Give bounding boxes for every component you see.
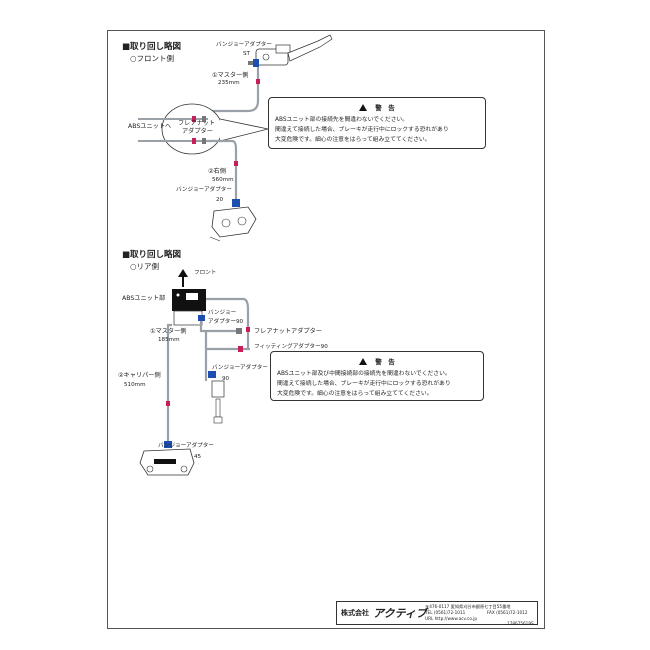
company-name: アクティブ xyxy=(373,607,427,620)
rear-banjo-upper-label-2: アダプター90 xyxy=(208,319,244,325)
front-warning-line: 間違えて接続した場合、ブレーキが走行中にロックする恐れがあり xyxy=(275,127,449,133)
front-flare-label-2: アダプター xyxy=(182,128,213,135)
rear-front-arrow-label: フロント xyxy=(194,270,217,276)
front-right-label: ②右側 xyxy=(208,168,226,175)
document-code: 178675619S xyxy=(507,621,534,626)
rear-abs-unit xyxy=(172,289,206,326)
rear-abs-to-fitting-hose xyxy=(206,297,250,349)
front-abs-label: ABSユニットへ xyxy=(128,123,172,130)
rear-caliper xyxy=(139,441,195,476)
front-warning-title: 警 告 xyxy=(375,104,395,112)
front-warning-line: 大変危険です。細心の注意をはらって組み立ててください。 xyxy=(275,137,431,143)
routing-diagram-art xyxy=(138,34,333,476)
front-flare-label-1: フレアナット xyxy=(178,120,216,127)
rear-banjo-low-label: バンジョーアダプター xyxy=(158,443,214,449)
company-address: 〒476-0117 愛知県刈谷市銀原七丁目55番地 xyxy=(425,604,511,609)
rear-warning-line: 間違えて接続した場合、ブレーキが走行中にロックする恐れがあり xyxy=(277,381,451,387)
company-footer: 株式会社 アクティブ 〒476-0117 愛知県刈谷市銀原七丁目55番地 TEL… xyxy=(336,601,538,626)
rear-fitting-label: フィッティングアダプター90 xyxy=(254,344,328,350)
front-banjo-bottom-value: 20 xyxy=(216,197,224,203)
front-subtitle: ○フロント側 xyxy=(130,54,175,63)
front-warning-box: 警 告 ABSユニット部の接続先を間違わないでください。 間違えて接続した場合、… xyxy=(268,97,486,149)
rear-banjo-low-value: 45 xyxy=(194,454,202,460)
rear-warning-title: 警 告 xyxy=(375,358,395,366)
front-callout-wedge xyxy=(219,118,269,142)
rear-master-cylinder xyxy=(208,371,225,424)
front-section-title: ■取り回し略図 xyxy=(122,42,182,52)
rear-section-title: ■取り回し略図 xyxy=(122,250,182,260)
instruction-sheet: ■取り回し略図 ○フロント側 バンジョーアダプター ST ①マスター側 235m… xyxy=(107,30,545,629)
company-tel: TEL (0561)72-1011 xyxy=(425,610,466,615)
front-right-hose xyxy=(206,139,238,206)
rear-warning-line: ABSユニット部及び中間接続部の接続先を間違わないでください。 xyxy=(277,371,451,377)
front-master-length: 235mm xyxy=(218,80,240,86)
front-master-hose xyxy=(203,67,260,113)
front-warning-line: ABSユニット部の接続先を間違わないでください。 xyxy=(275,117,409,123)
rear-banjo-mid-value: 90 xyxy=(222,376,230,382)
rear-master-length: 185mm xyxy=(158,337,180,343)
front-banjo-top-value: ST xyxy=(243,51,250,57)
front-master-cylinder xyxy=(255,34,333,66)
rear-warning-box: 警 告 ABSユニット部及び中間接続部の接続先を間違わないでください。 間違えて… xyxy=(270,351,484,401)
rear-subtitle: ○リア側 xyxy=(130,262,160,271)
company-prefix: 株式会社 xyxy=(341,609,369,617)
rear-banjo-upper-label-1: バンジョー xyxy=(208,310,237,316)
warning-triangle-icon xyxy=(359,104,368,111)
front-master-label: ①マスター側 xyxy=(212,72,249,79)
front-banjo-top-label: バンジョーアダプター xyxy=(216,42,272,48)
rear-front-arrow xyxy=(178,269,188,287)
rear-warning-line: 大変危険です。細心の注意をはらって組み立ててください。 xyxy=(277,391,433,397)
rear-caliper-length: 510mm xyxy=(124,382,146,388)
rear-abs-label: ABSユニット部 xyxy=(122,295,166,302)
warning-triangle-icon xyxy=(359,358,368,365)
front-banjo-top xyxy=(248,59,259,67)
rear-master-hose xyxy=(199,321,238,333)
rear-caliper-label: ②キャリパー側 xyxy=(118,372,161,379)
company-url: URL http://www.acv.co.jp xyxy=(425,616,477,621)
front-caliper xyxy=(209,199,257,242)
company-fax: FAX (0561)72-1012 xyxy=(487,610,528,615)
rear-flare-label: フレアナットアダプター xyxy=(254,328,322,335)
rear-master-label: ①マスター側 xyxy=(150,328,187,335)
front-banjo-bottom-label: バンジョーアダプター xyxy=(176,187,232,193)
front-right-length: 560mm xyxy=(212,177,234,183)
rear-banjo-mid-label: バンジョーアダプター xyxy=(212,365,268,371)
